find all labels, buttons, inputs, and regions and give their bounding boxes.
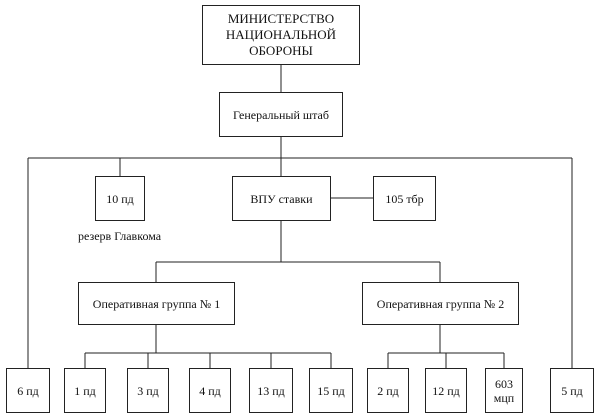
group-1-unit-label: 13 пд [257,383,285,398]
group-1-unit-label: 1 пд [74,383,96,398]
group-1-unit-box: 15 пд [309,368,353,413]
group-1-unit-box: 1 пд [64,368,106,413]
general-staff-label: Генеральный штаб [233,107,329,122]
ministry-box: МИНИСТЕРСТВО НАЦИОНАЛЬНОЙ ОБОРОНЫ [202,5,360,65]
left-division-label: 6 пд [17,383,39,398]
left-division-box: 6 пд [6,368,50,413]
group-2-box: Оперативная группа № 2 [362,282,519,325]
tank-brigade-label: 105 тбр [385,191,424,206]
group-1-box: Оперативная группа № 1 [78,282,235,325]
right-division-box: 5 пд [550,368,594,413]
tank-brigade-box: 105 тбр [373,176,436,221]
reserve-division-box: 10 пд [95,176,145,221]
group-2-unit-label: 12 пд [432,383,460,398]
hq-box: ВПУ ставки [232,176,331,221]
group-1-unit-label: 15 пд [317,383,345,398]
general-staff-box: Генеральный штаб [219,92,343,137]
reserve-note: резерв Главкома [78,229,162,243]
group-2-unit-label: 603 мцп [493,376,515,405]
right-division-label: 5 пд [561,383,583,398]
group-2-unit-label: 2 пд [377,383,399,398]
group-1-unit-box: 4 пд [189,368,231,413]
hq-label: ВПУ ставки [250,191,313,206]
group-1-unit-label: 4 пд [199,383,221,398]
reserve-division-label: 10 пд [106,191,134,206]
group-1-unit-box: 13 пд [249,368,293,413]
group-1-title: Оперативная группа № 1 [92,296,221,311]
group-1-unit-box: 3 пд [127,368,169,413]
group-2-unit-box: 603 мцп [485,368,523,413]
ministry-label: МИНИСТЕРСТВО НАЦИОНАЛЬНОЙ ОБОРОНЫ [225,11,337,58]
group-2-unit-box: 2 пд [367,368,409,413]
group-2-unit-box: 12 пд [425,368,467,413]
group-1-unit-label: 3 пд [137,383,159,398]
group-2-title: Оперативная группа № 2 [376,296,505,311]
